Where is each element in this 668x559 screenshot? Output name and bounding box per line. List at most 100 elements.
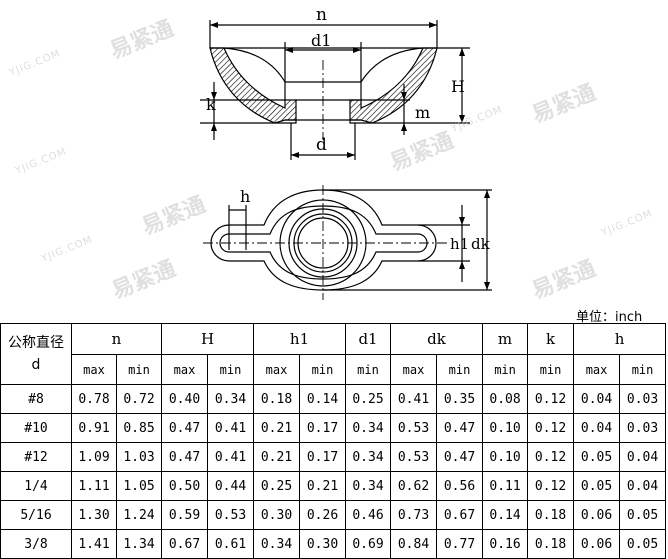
value-cell: 0.12 (527, 442, 575, 472)
value-cell: 0.17 (299, 442, 347, 472)
column-sub-header: min (436, 354, 484, 385)
value-cell: 0.77 (436, 529, 484, 559)
value-cell: 0.53 (390, 442, 438, 472)
column-sub-header: min (619, 354, 667, 385)
value-cell: 0.34 (345, 442, 392, 472)
size-column-header: 公称直径 d (0, 323, 72, 385)
dim-label-h: h (240, 187, 250, 206)
value-cell: 0.44 (207, 471, 255, 501)
value-cell: 0.34 (207, 384, 255, 414)
dim-label-k: k (206, 95, 216, 114)
value-cell: 0.11 (482, 471, 529, 501)
size-cell: #12 (0, 442, 72, 472)
value-cell: 0.03 (619, 413, 667, 443)
value-cell: 0.34 (345, 471, 392, 501)
value-cell: 0.72 (115, 384, 163, 414)
column-group-header: n (70, 323, 163, 355)
value-cell: 0.05 (573, 471, 621, 501)
value-cell: 0.18 (527, 500, 575, 530)
value-cell: 0.17 (299, 413, 347, 443)
value-cell: 0.35 (436, 384, 484, 414)
value-cell: 1.30 (71, 500, 117, 530)
value-cell: 0.06 (573, 500, 621, 530)
value-cell: 0.61 (207, 529, 255, 559)
column-sub-header: min (115, 354, 163, 385)
value-cell: 0.21 (253, 413, 301, 443)
value-cell: 0.59 (161, 500, 209, 530)
value-cell: 0.67 (161, 529, 209, 559)
value-cell: 0.04 (619, 442, 667, 472)
column-sub-header: max (161, 354, 209, 385)
value-cell: 0.41 (207, 413, 255, 443)
value-cell: 0.50 (161, 471, 209, 501)
unit-label: 单位：inch (576, 310, 643, 325)
size-cell: 1/4 (0, 471, 72, 501)
column-group-header: k (527, 323, 575, 355)
table-sub-header-row: max min max min max min min max min min … (1, 354, 667, 385)
value-cell: 0.67 (436, 500, 484, 530)
value-cell: 0.21 (299, 471, 347, 501)
size-cell: 5/16 (0, 500, 72, 530)
table-group-header-row: 公称直径 d n H h1 d1 dk m k h (0, 323, 667, 385)
size-header-label: 公称直径 (8, 335, 64, 351)
top-plan-view (203, 185, 492, 300)
value-cell: 0.56 (436, 471, 484, 501)
value-cell: 0.04 (573, 384, 621, 414)
value-cell: 0.34 (345, 413, 392, 443)
value-cell: 0.05 (619, 529, 667, 559)
value-cell: 1.09 (71, 442, 117, 472)
dim-label-m: m (415, 103, 430, 122)
dim-label-d: d (316, 135, 327, 155)
column-group-header: m (482, 323, 529, 355)
value-cell: 0.41 (390, 384, 438, 414)
column-sub-header: min (207, 354, 255, 385)
value-cell: 1.34 (115, 529, 163, 559)
value-cell: 0.08 (482, 384, 529, 414)
value-cell: 0.53 (390, 413, 438, 443)
value-cell: 0.47 (436, 413, 484, 443)
value-cell: 0.47 (436, 442, 484, 472)
wing-nut-drawing: n d1 H k m d h h1 dk (200, 5, 492, 300)
value-cell: 0.21 (253, 442, 301, 472)
column-group-header: h1 (253, 323, 347, 355)
value-cell: 1.24 (115, 500, 163, 530)
dim-label-d1: d1 (311, 31, 331, 50)
column-sub-header: min (299, 354, 347, 385)
column-sub-header: max (390, 354, 438, 385)
value-cell: 0.91 (71, 413, 117, 443)
size-header-sub: d (31, 357, 41, 373)
value-cell: 1.11 (71, 471, 117, 501)
value-cell: 0.41 (207, 442, 255, 472)
value-cell: 0.69 (345, 529, 392, 559)
value-cell: 0.73 (390, 500, 438, 530)
value-cell: 0.03 (619, 384, 667, 414)
value-cell: 0.18 (253, 384, 301, 414)
value-cell: 0.30 (299, 529, 347, 559)
column-sub-header: min (527, 354, 575, 385)
value-cell: 0.25 (345, 384, 392, 414)
value-cell: 0.46 (345, 500, 392, 530)
value-cell: 0.04 (619, 471, 667, 501)
column-sub-header: max (573, 354, 621, 385)
value-cell: 0.47 (161, 413, 209, 443)
column-sub-header: min (345, 354, 392, 385)
column-group-header: h (573, 323, 667, 355)
size-cell: #8 (0, 384, 72, 414)
value-cell: 0.12 (527, 471, 575, 501)
value-cell: 0.05 (573, 442, 621, 472)
value-cell: 0.62 (390, 471, 438, 501)
column-group-header: dk (390, 323, 484, 355)
value-cell: 0.85 (115, 413, 163, 443)
value-cell: 1.03 (115, 442, 163, 472)
size-cell: 3/8 (0, 529, 72, 559)
value-cell: 1.41 (71, 529, 117, 559)
value-cell: 0.12 (527, 413, 575, 443)
column-sub-header: max (71, 354, 117, 385)
side-section-view (200, 20, 470, 160)
value-cell: 0.14 (482, 500, 529, 530)
